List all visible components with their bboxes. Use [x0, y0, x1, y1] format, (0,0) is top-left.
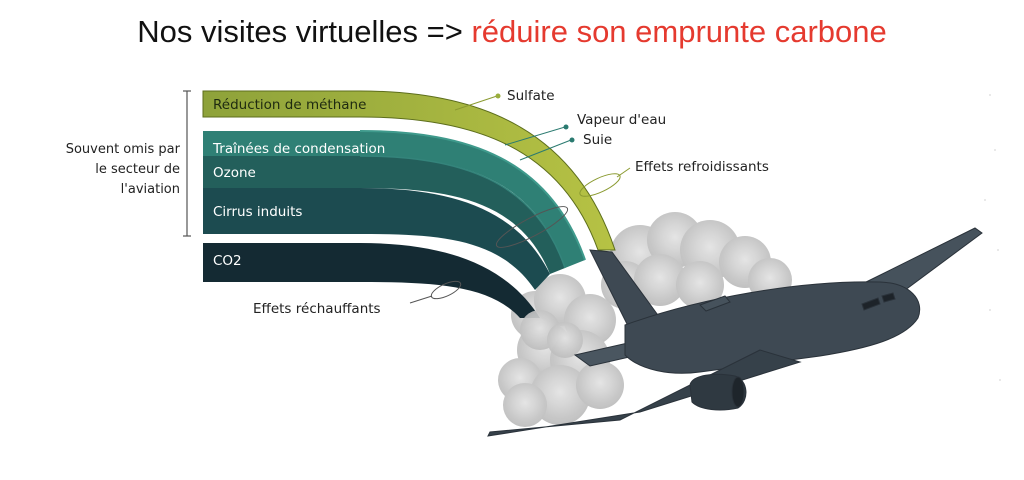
airplane-icon [487, 227, 983, 437]
band-cirrus [203, 188, 550, 290]
callout-rechauffants: Effets réchauffants [253, 301, 381, 317]
callout-vapeur: Vapeur d'eau [577, 112, 666, 128]
page-title: Nos visites virtuelles => réduire son em… [0, 14, 1024, 50]
band-co2 [203, 243, 540, 318]
background-dots [984, 94, 1001, 381]
band-ozone [203, 156, 565, 274]
title-highlight: réduire son emprunte carbone [471, 14, 887, 49]
callout-suie: Suie [583, 132, 612, 148]
bracket [183, 90, 191, 237]
label-ozone: Ozone [213, 165, 256, 181]
band-reduction-methane [202, 90, 616, 251]
front-clouds [520, 310, 583, 358]
title-prefix: Nos visites virtuelles => [137, 14, 472, 49]
callout-refroidissants: Effets refroidissants [635, 159, 769, 175]
label-trainees: Traînées de condensation [212, 141, 385, 157]
label-co2: CO2 [213, 253, 242, 269]
callout-lines [409, 93, 631, 304]
bracket-label-line-2: le secteur de [95, 162, 180, 177]
label-cirrus: Cirrus induits [213, 204, 302, 220]
bracket-label-line-1: Souvent omis par [66, 142, 181, 157]
band-group [202, 90, 616, 318]
band-trainees [203, 131, 585, 268]
bracket-label-line-3: l'aviation [121, 182, 180, 197]
label-reduction-methane: Réduction de méthane [213, 97, 366, 113]
callout-sulfate: Sulfate [507, 88, 555, 104]
